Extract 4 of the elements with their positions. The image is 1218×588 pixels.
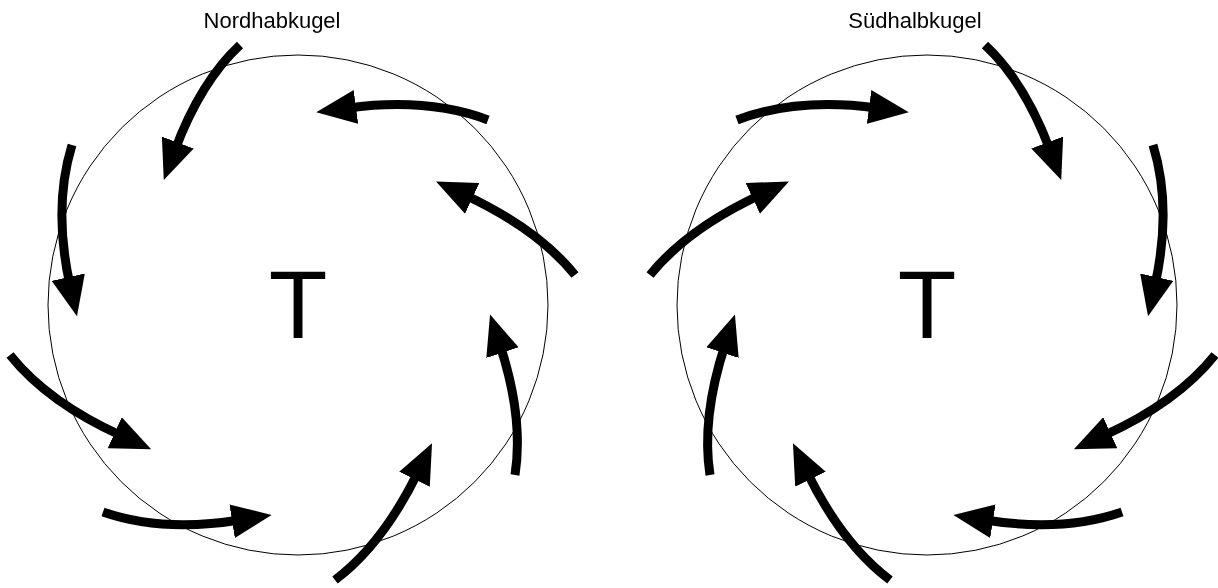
pressure-symbol: T [897,257,957,353]
hemisphere-heading: Nordhabkugel [203,8,341,34]
hemisphere-heading: Südhalbkugel [848,8,982,34]
pressure-symbol: T [268,257,328,353]
